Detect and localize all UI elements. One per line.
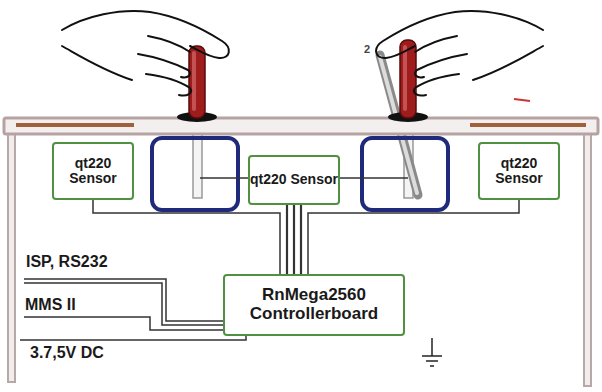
sensor-wire [328, 177, 408, 179]
interface-wire [24, 279, 232, 321]
sensor-strip [16, 123, 134, 127]
ground-stem [431, 338, 433, 356]
signal-wire [308, 200, 519, 274]
joystick-housing [152, 138, 238, 210]
power-wire [20, 332, 246, 340]
signal-wire [93, 200, 280, 274]
controller-box: RnMega2560 Controllerboard [223, 274, 405, 336]
callout-number: 2 [364, 43, 370, 55]
lever-grip [189, 46, 205, 118]
finger [146, 74, 191, 96]
table-panel [4, 118, 598, 134]
bus-wire [287, 205, 301, 274]
finger [414, 74, 459, 96]
power-label: 3.7,5V DC [30, 344, 104, 362]
hand [376, 11, 543, 96]
table-leg [8, 132, 15, 382]
red-mark [514, 99, 530, 101]
node-label: qt220 Sensor [54, 156, 132, 187]
sensor-box: qt220 Sensor [478, 142, 560, 200]
joystick-housing [362, 138, 448, 210]
sensor-strip [470, 123, 586, 127]
interface-wire [24, 317, 232, 330]
signal-label: ISP, RS232 [26, 253, 108, 271]
ground-symbol [422, 338, 442, 366]
node-label: qt220 Sensor [480, 156, 558, 187]
ground-bar [426, 360, 438, 362]
ground-bar [430, 365, 434, 367]
sensor-box: qt220 Sensor [52, 142, 134, 200]
node-label: qt220 Sensor [250, 172, 338, 187]
hand-outline [62, 46, 132, 80]
node-label: RnMega2560 Controllerboard [225, 286, 403, 323]
table-leg [584, 132, 591, 386]
signal-label: MMS II [25, 296, 76, 314]
hand-outline [62, 11, 229, 58]
hand-outline [473, 46, 543, 80]
lever-highlight [403, 45, 407, 111]
finger [415, 36, 457, 52]
hand [62, 11, 229, 96]
ground-bar [422, 355, 442, 357]
finger [148, 36, 190, 52]
hand-outline [376, 11, 543, 58]
lever-highlight [192, 51, 196, 111]
interface-wire [24, 283, 232, 325]
sensor-box: qt220 Sensor [248, 155, 340, 205]
